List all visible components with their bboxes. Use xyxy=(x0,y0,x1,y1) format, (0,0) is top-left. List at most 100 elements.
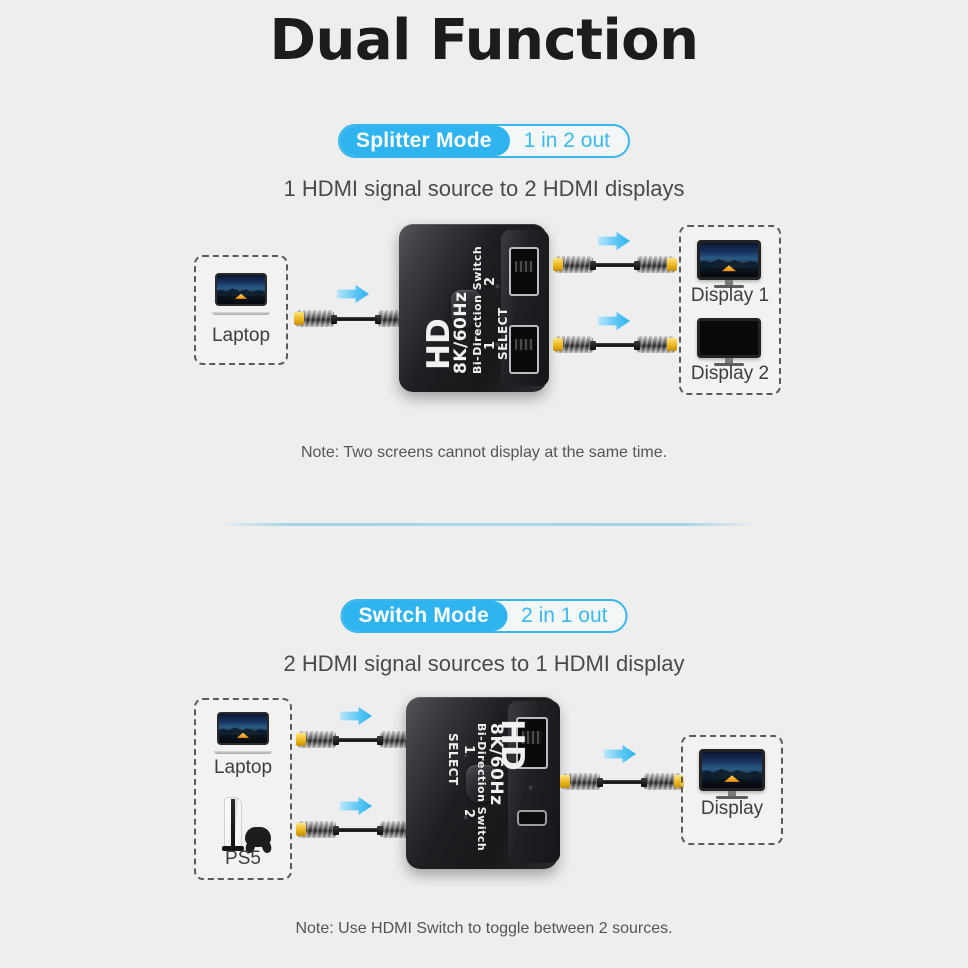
select-button[interactable] xyxy=(451,290,481,328)
device-model-print: Bi-Direction Switch xyxy=(475,723,488,852)
position-1-dot-icon xyxy=(463,753,468,758)
cable-collar-right xyxy=(374,314,381,325)
laptop-screen xyxy=(215,273,267,306)
cable-wire xyxy=(575,263,655,268)
cable-plug-left xyxy=(562,773,600,791)
device-select-print: SELECT xyxy=(496,307,510,360)
cable-plug-left xyxy=(298,821,336,839)
cable-collar-right xyxy=(633,340,640,351)
splitter-source-label: Laptop xyxy=(211,325,271,346)
monitor-bezel xyxy=(697,318,761,359)
laptop-icon-source xyxy=(214,712,272,754)
laptop-screen xyxy=(217,712,269,745)
splitter-mode-badge: Splitter Mode 1 in 2 out xyxy=(337,124,631,158)
monitor-screen-off xyxy=(700,321,758,356)
switch-source-1-label: Laptop xyxy=(213,757,273,778)
laptop-base xyxy=(214,750,272,754)
section-divider xyxy=(216,523,756,526)
cable-tip-left xyxy=(294,312,304,326)
laptop-icon xyxy=(212,273,270,315)
select-button[interactable] xyxy=(466,765,496,803)
cable-collar-left xyxy=(597,777,604,788)
splitter-note: Note: Two screens cannot display at the … xyxy=(300,444,668,461)
switch-mode-label: Switch Mode xyxy=(342,601,508,631)
monitor-stand-foot xyxy=(716,796,748,799)
cable-collar-right xyxy=(640,777,647,788)
display-2-label: Display 2 xyxy=(690,363,770,384)
cable-collar-left xyxy=(333,735,340,746)
monitor-icon-display-1 xyxy=(697,240,761,288)
switch-output-label: Display xyxy=(700,798,764,819)
cable-wire xyxy=(318,738,398,743)
hdmi-switch-device-splitter: HD 8K/60Hz Bi-Direction Switch SELECT 2 … xyxy=(399,224,549,392)
cable-tip-left xyxy=(553,258,563,272)
monitor-stand-neck xyxy=(725,358,733,364)
cable-wire xyxy=(582,780,662,785)
tent-glow xyxy=(724,775,740,782)
ps5-console-body xyxy=(222,797,245,851)
cable-wire xyxy=(575,343,655,348)
cable-tip-right xyxy=(667,338,677,352)
monitor-stand-neck xyxy=(725,280,733,286)
cable-plug-right xyxy=(637,256,675,274)
switch-mode-io-label: 2 in 1 out xyxy=(521,604,608,627)
cable-collar-left xyxy=(331,314,338,325)
ps5-center-core xyxy=(230,799,236,849)
arrow-right-icon-src-1 xyxy=(340,707,372,725)
hdmi-switch-device-switch: HD 8K/60Hz Bi-Direction Switch SELECT 1 … xyxy=(406,697,560,869)
monitor-stand-foot xyxy=(713,285,745,288)
cable-tip-right xyxy=(674,775,684,789)
position-2-dot-icon xyxy=(463,815,468,820)
tent-glow xyxy=(234,293,248,299)
cable-tip-right xyxy=(667,258,677,272)
monitor-screen-content xyxy=(700,243,758,278)
power-led-icon xyxy=(528,785,533,790)
hdmi-cable-icon-source-1 xyxy=(296,726,420,754)
laptop-screen-content xyxy=(217,275,265,304)
hdmi-cable-icon-source-2 xyxy=(296,816,420,844)
display-1-label: Display 1 xyxy=(690,285,770,306)
monitor-icon-display-2 xyxy=(697,318,761,366)
hdmi-output-port-1[interactable] xyxy=(509,247,539,296)
cable-collar-right xyxy=(376,735,383,746)
arrow-right-icon-in-1 xyxy=(337,285,369,303)
arrow-right-icon-out-1 xyxy=(598,232,630,250)
cable-collar-left xyxy=(590,260,597,271)
tent-glow xyxy=(721,265,737,272)
cable-tip-left xyxy=(296,733,306,747)
hdmi-cable-icon-output xyxy=(560,768,684,796)
position-2-dot-icon xyxy=(495,284,500,289)
cable-plug-right xyxy=(637,336,675,354)
cable-tip-left xyxy=(296,823,306,837)
cable-tip-left xyxy=(560,775,570,789)
monitor-bezel xyxy=(699,749,765,791)
device-spec-print: 8K/60Hz xyxy=(451,291,471,375)
splitter-mode-io-label: 1 in 2 out xyxy=(523,129,611,152)
device-spec-print: 8K/60Hz xyxy=(486,723,506,806)
ps5-stand xyxy=(222,846,245,851)
arrow-right-icon-out-2 xyxy=(598,312,630,330)
cable-wire xyxy=(316,317,396,322)
splitter-subtitle: 1 HDMI signal source to 2 HDMI displays xyxy=(283,176,685,201)
monitor-icon-display xyxy=(699,749,765,799)
laptop-base xyxy=(212,311,270,315)
device-model-print: Bi-Direction Switch xyxy=(471,245,484,374)
cable-plug-left xyxy=(555,256,593,274)
cable-collar-right xyxy=(376,825,383,836)
ps5-console-icon xyxy=(214,797,272,851)
cable-collar-left xyxy=(333,825,340,836)
micro-usb-power-port[interactable] xyxy=(517,810,547,826)
arrow-right-icon-out xyxy=(604,745,636,763)
hdmi-input-output-port[interactable] xyxy=(516,717,548,769)
cable-plug-right xyxy=(644,773,682,791)
page-title: Dual Function xyxy=(269,8,699,73)
monitor-bezel xyxy=(697,240,761,281)
monitor-stand-neck xyxy=(728,791,736,796)
cable-tip-left xyxy=(553,338,563,352)
hdmi-output-port-2[interactable] xyxy=(509,325,539,374)
hdmi-cable-icon-output-2 xyxy=(553,331,677,359)
monitor-screen-content xyxy=(702,752,762,788)
dualsense-controller-icon xyxy=(245,827,271,847)
cable-collar-right xyxy=(633,260,640,271)
